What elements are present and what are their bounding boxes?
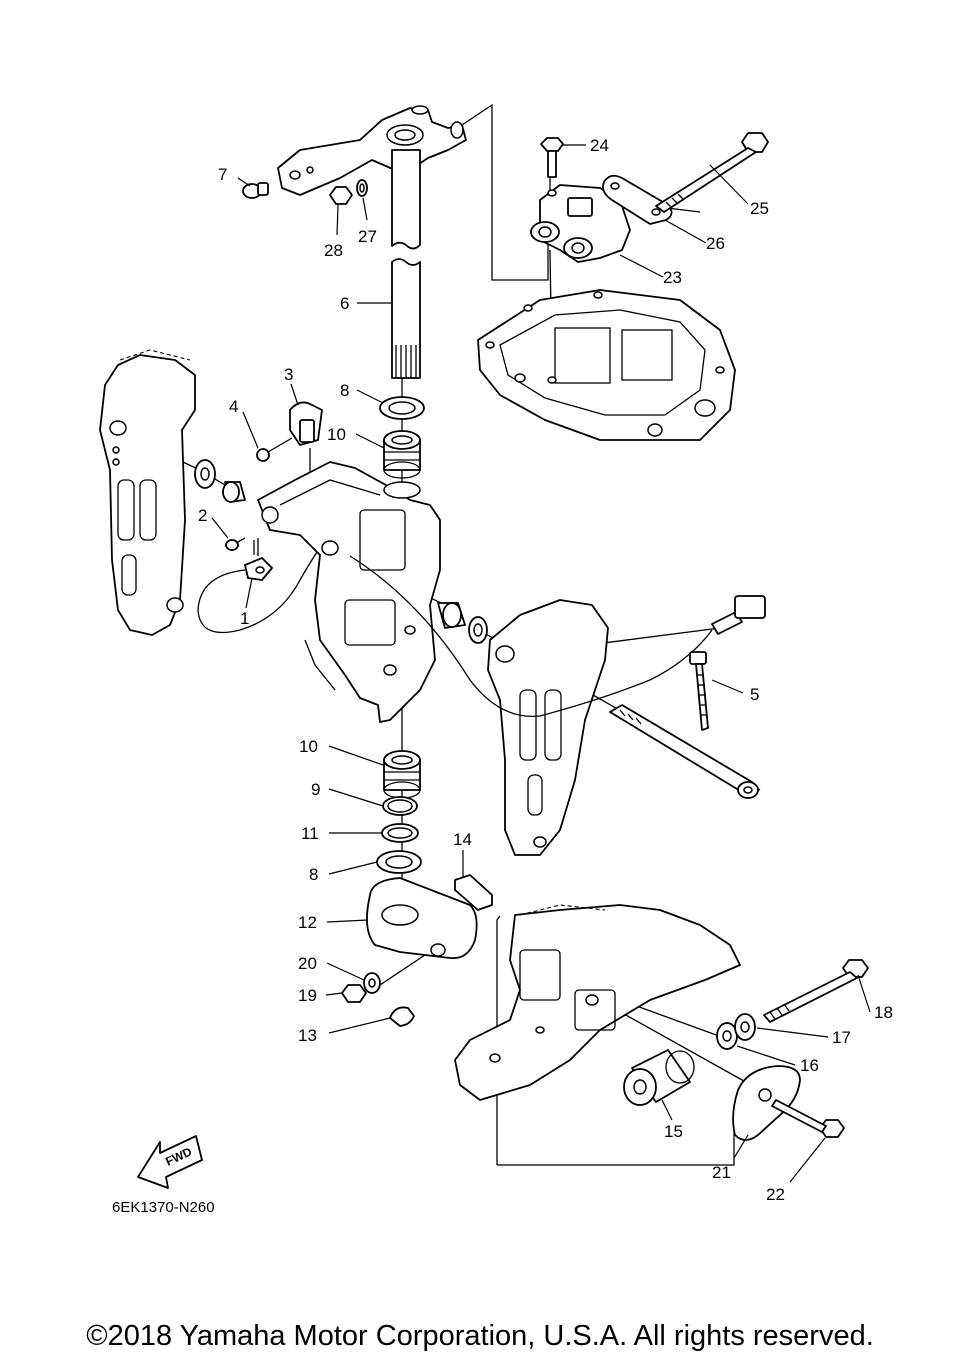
callout-16: 16 (800, 1056, 819, 1075)
callout-13: 13 (298, 1026, 317, 1045)
swivel-bracket (257, 461, 441, 723)
callout-10-upper: 10 (327, 425, 346, 444)
lead-wire (349, 555, 766, 718)
callout-numbers: 7 28 27 6 8 10 3 4 2 1 5 24 25 26 23 10 … (198, 136, 893, 1204)
bolt-part-22 (771, 1099, 845, 1138)
washer-right (468, 616, 488, 644)
steering-shaft-part-6 (391, 149, 421, 379)
callout-14: 14 (453, 830, 472, 849)
callout-7: 7 (218, 165, 227, 184)
washer-left (194, 459, 216, 489)
cable-tie-part-5 (689, 651, 709, 731)
clamp-bracket-right (487, 599, 609, 856)
callout-8-upper: 8 (340, 381, 349, 400)
spacer-part-14 (454, 874, 493, 911)
tilt-shaft (609, 704, 759, 799)
plate-part-26 (602, 174, 673, 225)
grease-nipple-part-7 (242, 182, 269, 199)
screw-part-4 (256, 437, 293, 462)
engine-base-plate (477, 289, 736, 441)
callout-leaders (211, 144, 871, 1183)
callout-4: 4 (229, 397, 238, 416)
screw-part-2 (225, 537, 246, 551)
callout-25: 25 (750, 199, 769, 218)
callout-2: 2 (198, 506, 207, 525)
callout-19: 19 (298, 986, 317, 1005)
callout-27: 27 (358, 227, 377, 246)
callout-9: 9 (311, 780, 320, 799)
clamp-bracket-left (99, 349, 196, 636)
fwd-arrow-icon: FWD (137, 1135, 203, 1189)
lower-mount-bracket-part-12 (366, 877, 478, 960)
washer-part-17 (734, 1013, 756, 1041)
diagram-code: 6EK1370-N260 (112, 1199, 215, 1216)
upper-mount-part-23 (530, 184, 631, 263)
bushing-right (437, 602, 466, 629)
bolt-part-18 (763, 959, 869, 1023)
callout-11: 11 (301, 824, 319, 843)
thrust-washer-part-8-upper (379, 396, 425, 420)
callout-17: 17 (832, 1028, 851, 1047)
callout-15: 15 (664, 1122, 683, 1141)
callout-24: 24 (590, 136, 609, 155)
callout-20: 20 (298, 954, 317, 973)
steering-arm-bracket (277, 105, 467, 196)
callout-8-lower: 8 (309, 865, 318, 884)
upper-casing (454, 904, 741, 1101)
thrust-washer-part-8-lower (376, 850, 422, 874)
trim-sensor-part-1 (197, 534, 331, 634)
washer-part-20 (363, 972, 381, 994)
mount-rubber-part-10-upper (383, 430, 421, 479)
nut-part-19 (341, 984, 367, 1003)
callout-10-lower: 10 (299, 737, 318, 756)
callout-21: 21 (712, 1163, 731, 1182)
callout-22: 22 (766, 1185, 785, 1204)
copyright-notice: ©2018 Yamaha Motor Corporation, U.S.A. A… (86, 1320, 874, 1352)
reference-lines (109, 103, 761, 1166)
callout-5: 5 (750, 685, 759, 704)
callout-18: 18 (874, 1003, 893, 1022)
callout-28: 28 (324, 241, 343, 260)
callout-1: 1 (240, 609, 249, 628)
clip-part-13 (389, 1006, 415, 1027)
bushing-left (222, 481, 246, 503)
callout-23: 23 (663, 268, 682, 287)
lower-mount-rubber-part-15 (623, 1049, 695, 1106)
clamp-part-3 (289, 401, 323, 446)
callout-3: 3 (284, 365, 293, 384)
washer-part-16 (716, 1022, 738, 1050)
bolt-part-24 (540, 137, 564, 178)
o-ring-part-9 (382, 796, 418, 816)
washer-part-11 (381, 823, 419, 843)
washer-part-27 (356, 179, 368, 197)
mount-cover-part-21 (732, 1065, 801, 1141)
callout-26: 26 (706, 234, 725, 253)
callout-12: 12 (298, 913, 317, 932)
nut-part-28 (329, 186, 353, 205)
callout-6: 6 (340, 294, 349, 313)
through-bolt-part-25 (655, 132, 769, 213)
mount-rubber-part-10-lower (383, 750, 421, 799)
